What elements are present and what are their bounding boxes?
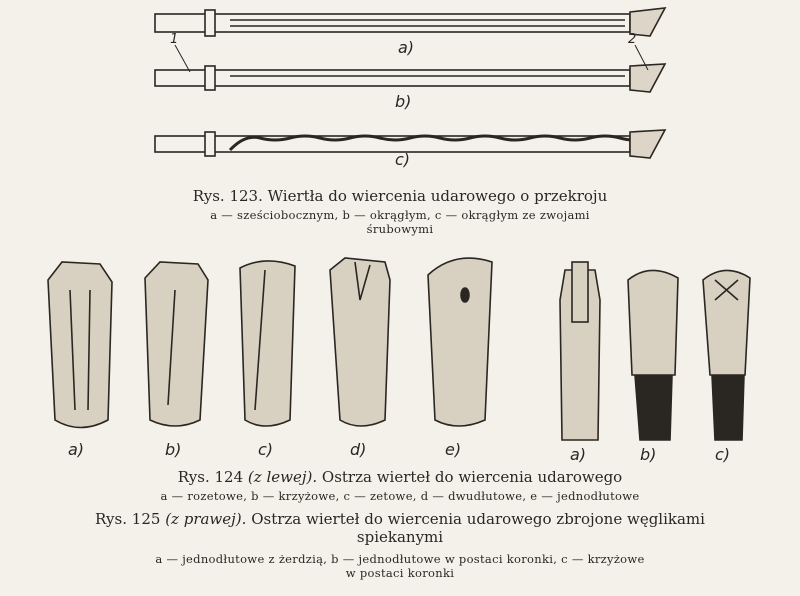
fig123-caption: Rys. 123. Wiertła do wiercenia udarowego… (192, 187, 608, 205)
fig123-desc: a — sześciobocznym, b — okrągłym, c — ok… (210, 208, 590, 222)
fig124-caption: Rys. 124 (z lewej). Ostrza wierteł do wi… (0, 468, 800, 486)
fig-number: Rys. 125 (95, 510, 161, 528)
fig124-label-d: d) (350, 440, 367, 459)
fig125-label-b: b) (640, 445, 657, 464)
drill-spiral (154, 129, 667, 159)
fig123-label-a: a) (398, 38, 415, 57)
part-label-1: 1 (170, 32, 179, 47)
fig125-caption: Rys. 125 (z prawej). Ostrza wierteł do w… (0, 510, 800, 528)
fig125-label-a: a) (570, 445, 587, 464)
part-label-2: 2 (628, 32, 637, 47)
fig123-label-c: c) (395, 150, 411, 169)
leader-line-1 (174, 44, 191, 73)
bits-fig124 (47, 257, 493, 429)
drill-round (154, 63, 667, 93)
fig-position: (z prawej). (165, 510, 247, 528)
bits-fig125 (559, 261, 751, 441)
fig-title: Ostrza wierteł do wiercenia udarowego zb… (251, 510, 705, 528)
fig124-label-a: a) (68, 440, 85, 459)
fig123-desc-cont: śrubowymi (366, 222, 434, 236)
fig125-caption-cont: spiekanymi (356, 528, 444, 546)
fig124-desc: a — rozetowe, b — krzyżowe, c — zetowe, … (160, 489, 640, 503)
fig-number: Rys. 124 (177, 468, 244, 486)
fig125-desc-cont: w postaci koronki (345, 566, 455, 580)
fig124-label-e: e) (445, 440, 462, 459)
fig-title: Ostrza wierteł do wiercenia udarowego (321, 468, 623, 486)
fig125-desc: a — jednodłutowe z żerdzią, b — jednodłu… (155, 552, 645, 566)
leader-line-2 (634, 44, 649, 71)
fig125-label-c: c) (715, 445, 731, 464)
fig124-label-b: b) (165, 440, 182, 459)
fig-position: (z lewej). (247, 468, 318, 486)
fig124-label-c: c) (258, 440, 274, 459)
drill-hexagonal (154, 7, 667, 37)
fig123-label-b: b) (395, 92, 412, 111)
